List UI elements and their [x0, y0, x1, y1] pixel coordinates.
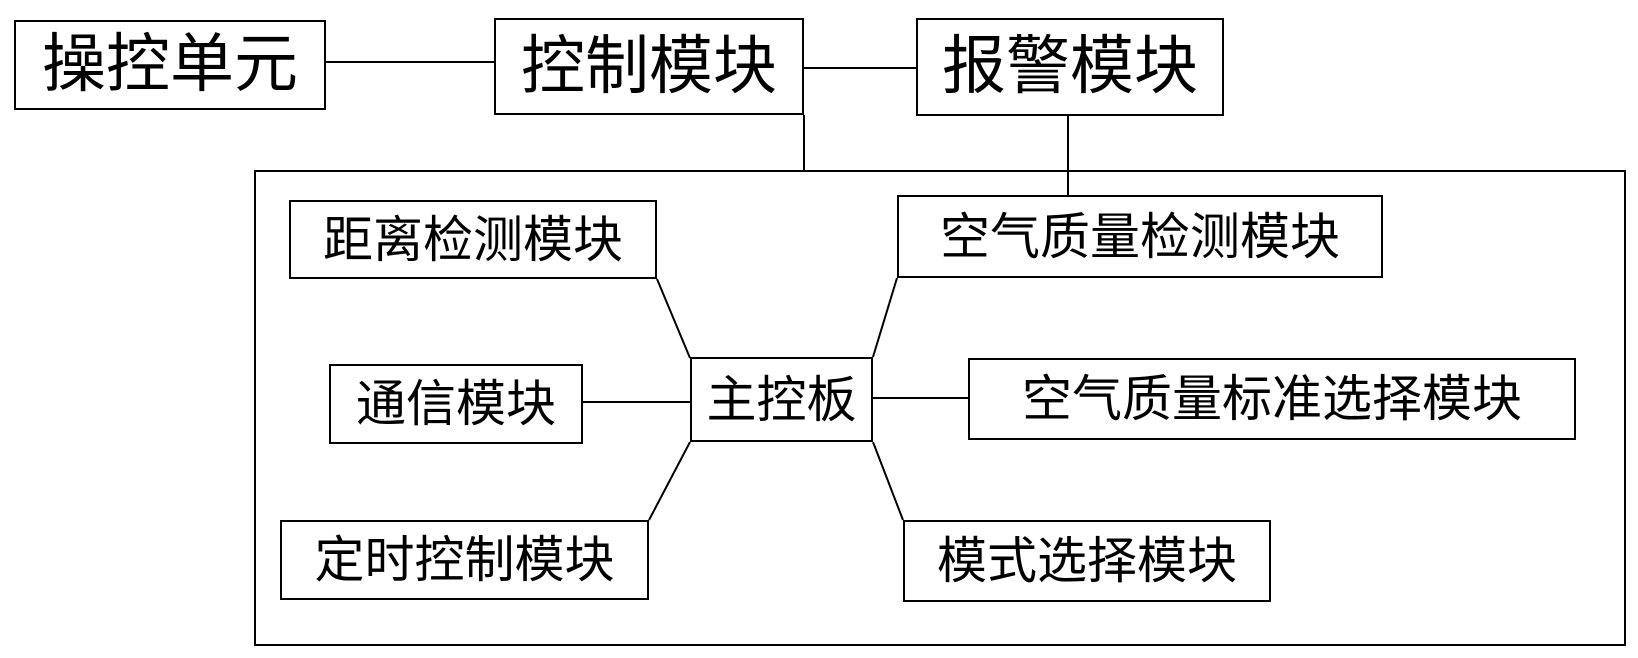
- main-system-container: [254, 170, 1626, 646]
- control-unit-box: 操控单元: [14, 20, 326, 110]
- distance-detection-module-label: 距离检测模块: [323, 210, 623, 269]
- main-board-box: 主控板: [690, 357, 873, 442]
- air-quality-detection-module-box: 空气质量检测模块: [897, 195, 1383, 278]
- link-main-board-to-timer: [648, 441, 691, 521]
- timer-control-module-box: 定时控制模块: [280, 520, 649, 600]
- link-air-quality-to-main-board: [872, 277, 898, 358]
- control-module-box: 控制模块: [494, 18, 804, 115]
- main-board-label: 主控板: [706, 370, 857, 429]
- air-quality-standard-selection-module-box: 空气质量标准选择模块: [968, 358, 1576, 440]
- alarm-module-label: 报警模块: [942, 30, 1198, 104]
- mode-selection-module-box: 模式选择模块: [903, 520, 1271, 602]
- link-distance-to-main-board: [656, 278, 691, 359]
- communication-module-label: 通信模块: [356, 375, 556, 433]
- control-unit-label: 操控单元: [42, 28, 298, 102]
- link-main-board-to-mode-selection: [872, 441, 904, 521]
- air-quality-standard-selection-module-label: 空气质量标准选择模块: [1022, 370, 1522, 428]
- alarm-module-box: 报警模块: [916, 18, 1224, 116]
- timer-control-module-label: 定时控制模块: [314, 531, 615, 589]
- control-module-label: 控制模块: [521, 29, 777, 104]
- mode-selection-module-label: 模式选择模块: [937, 532, 1237, 590]
- distance-detection-module-box: 距离检测模块: [289, 200, 657, 279]
- air-quality-detection-module-label: 空气质量检测模块: [940, 207, 1340, 266]
- communication-module-box: 通信模块: [329, 364, 583, 444]
